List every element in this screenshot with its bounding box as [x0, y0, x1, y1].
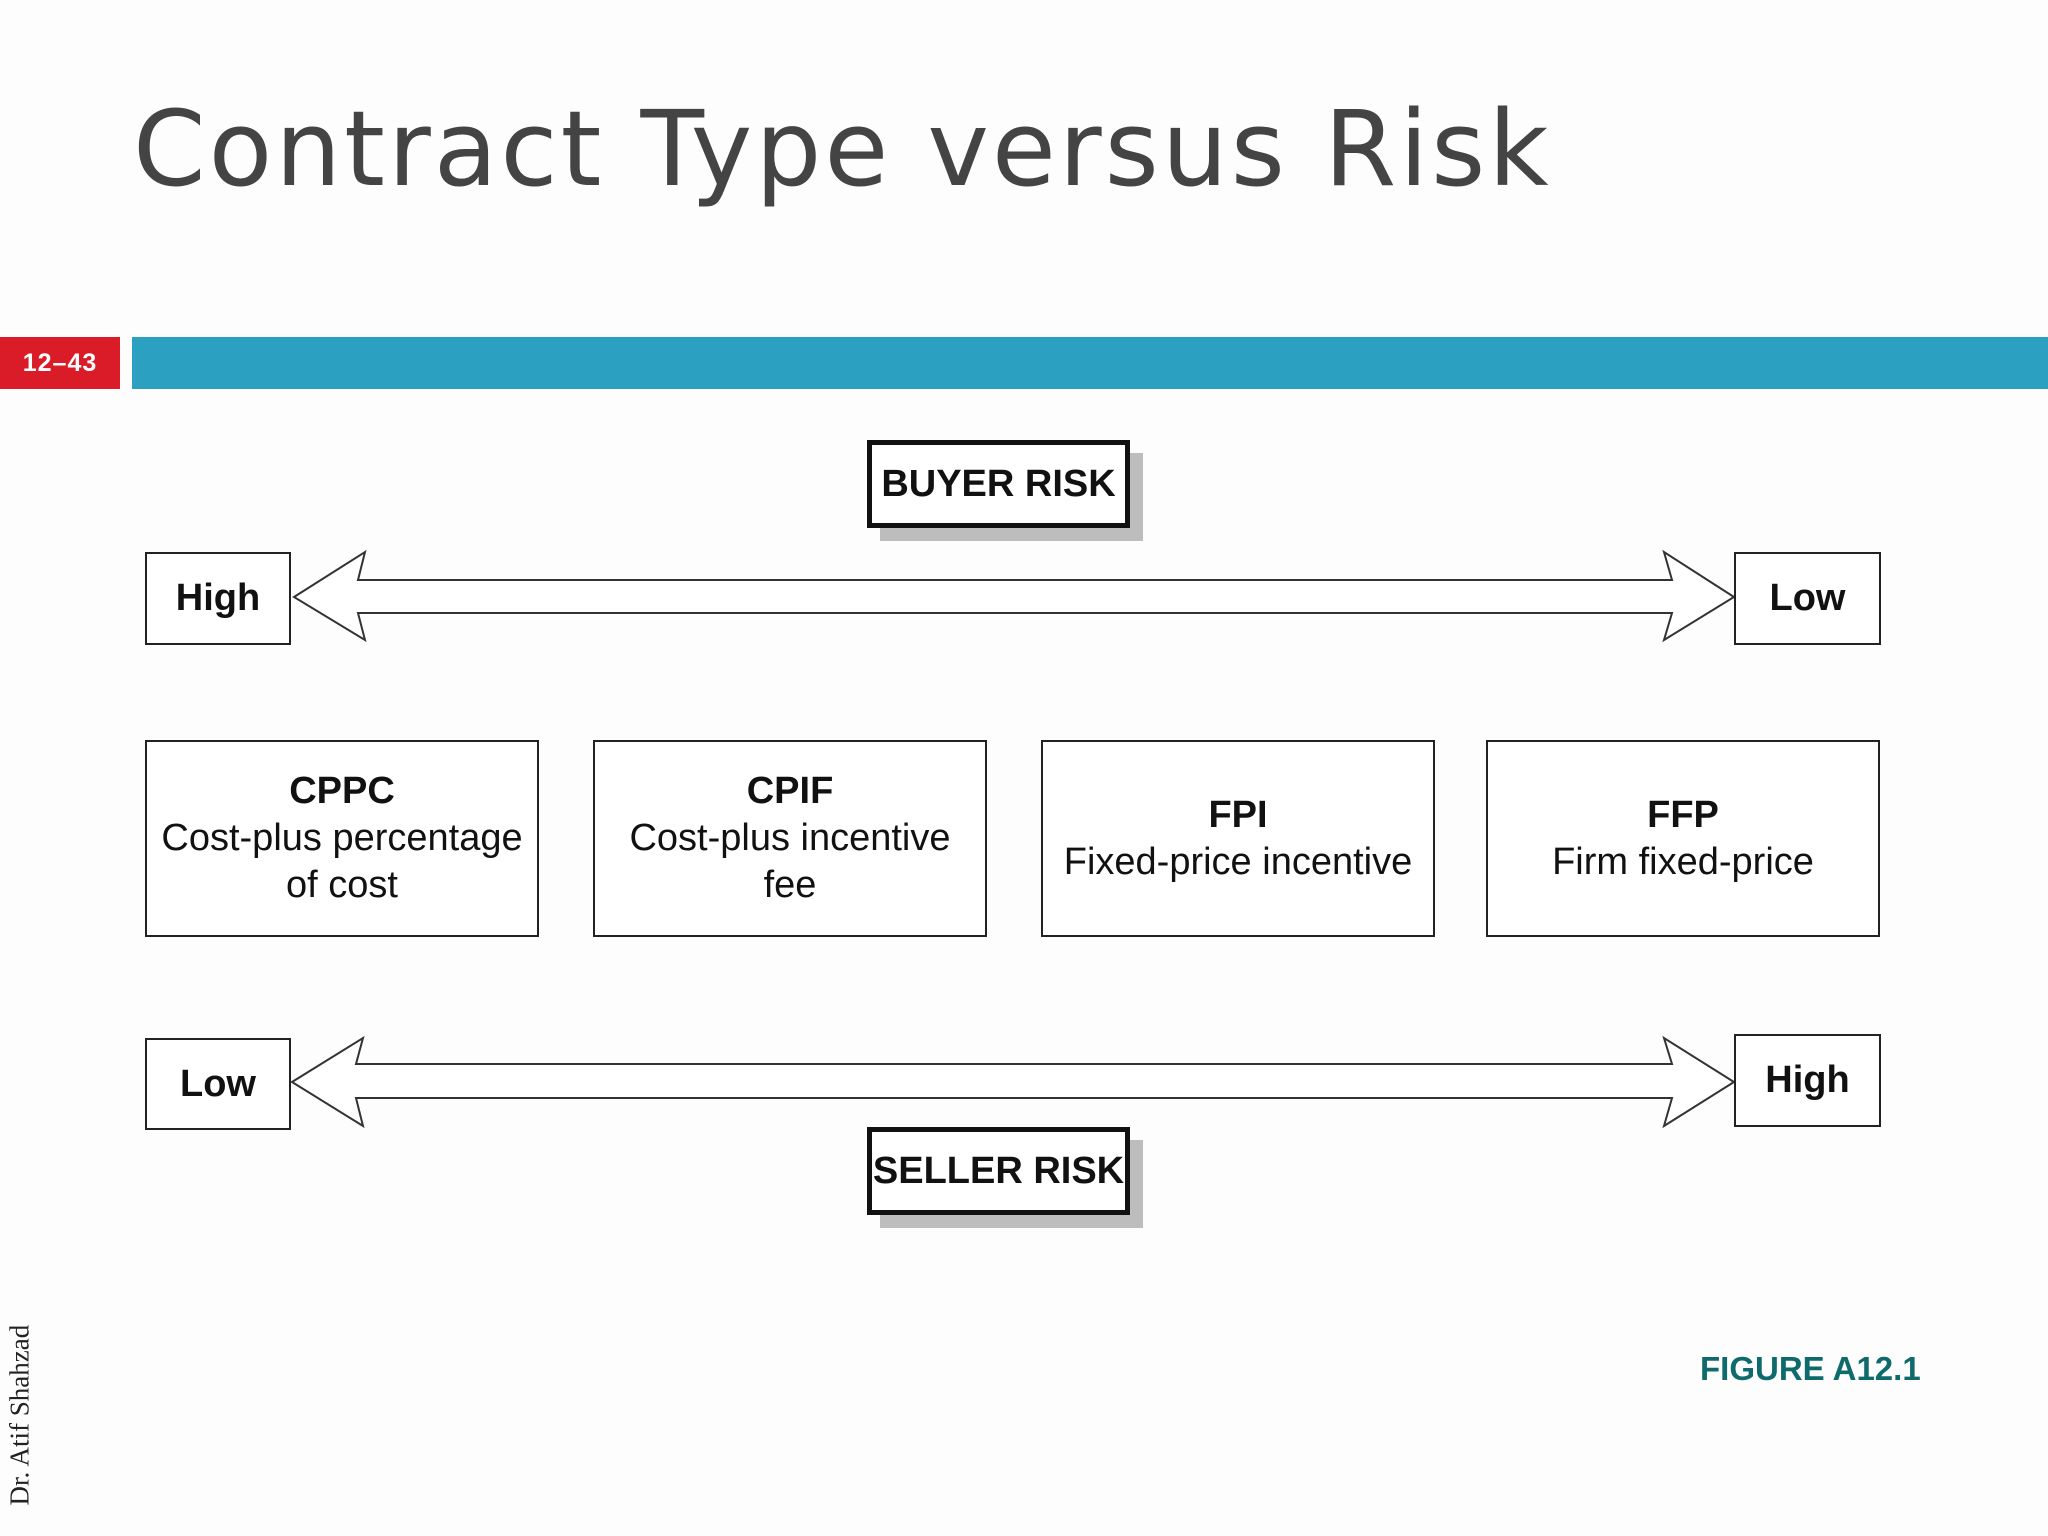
contract-abbr: FFP	[1647, 793, 1719, 836]
buyer-risk-low-end: Low	[1734, 552, 1881, 645]
slide-number-badge: 12–43	[0, 337, 120, 389]
contract-type-ffp: FFP Firm fixed-price	[1486, 740, 1880, 937]
author-credit: Dr. Atif Shahzad	[4, 1324, 35, 1506]
seller-risk-high-end: High	[1734, 1034, 1881, 1127]
contract-abbr: CPPC	[289, 770, 395, 812]
contract-name: Firm fixed-price	[1552, 840, 1814, 883]
contract-type-fpi: FPI Fixed-price incentive	[1041, 740, 1435, 937]
figure-label: FIGURE A12.1	[1700, 1350, 1921, 1387]
buyer-risk-label: BUYER RISK	[867, 440, 1130, 528]
contract-name: Cost-plus incentive fee	[629, 817, 951, 906]
seller-risk-double-arrow	[290, 1035, 1736, 1129]
contract-type-cppc: CPPC Cost-plus percentage of cost	[145, 740, 539, 937]
seller-risk-label: SELLER RISK	[867, 1127, 1130, 1215]
buyer-risk-high-end: High	[145, 552, 291, 645]
contract-abbr: FPI	[1208, 793, 1268, 836]
seller-risk-low-end: Low	[145, 1038, 291, 1130]
page-title: Contract Type versus Risk	[133, 88, 1552, 210]
contract-name: Fixed-price incentive	[1063, 840, 1413, 883]
buyer-risk-double-arrow	[292, 549, 1736, 643]
header-bar	[132, 337, 2048, 389]
contract-type-cpif: CPIF Cost-plus incentive fee	[593, 740, 987, 937]
contract-abbr: CPIF	[746, 770, 834, 812]
contract-name: Cost-plus percentage of cost	[161, 817, 523, 906]
